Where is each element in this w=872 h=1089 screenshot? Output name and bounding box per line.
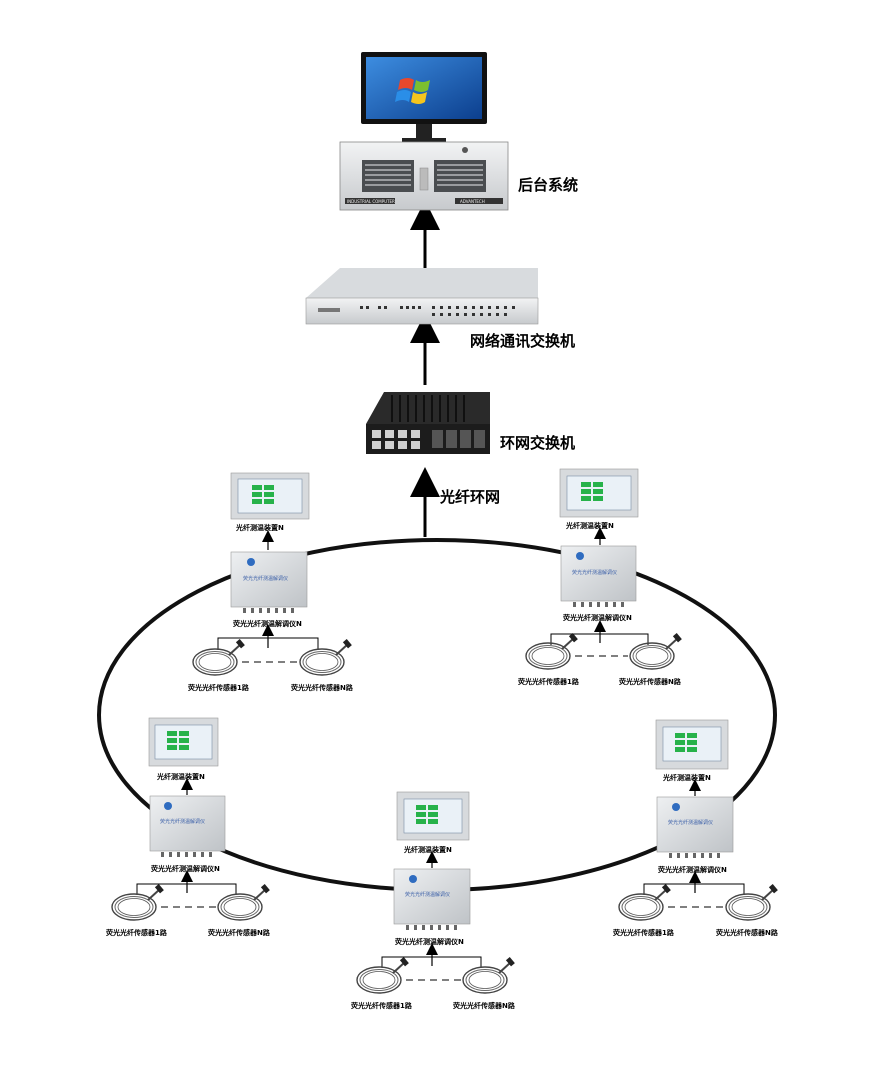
demodulator-title: 荧光光纤测温解调仪 (405, 891, 450, 898)
windows-logo-icon (395, 78, 430, 104)
demodulator-box: 荧光光纤测温解调仪 (656, 796, 734, 858)
demodulator-title: 荧光光纤测温解调仪 (243, 575, 288, 582)
label-demodulator: 荧光光纤测温解调仪N (233, 619, 302, 628)
fiber-sensor-coil-icon (629, 632, 683, 670)
temperature-monitor-screen (396, 791, 470, 841)
ring-switch-device (366, 392, 490, 454)
label-monitor-device: 光纤测温装置N (565, 521, 614, 530)
label-monitor-device: 光纤测温装置N (235, 523, 284, 532)
label-sensor-n: 荧光光纤传感器N路 (453, 1001, 516, 1010)
label-sensor-1: 荧光光纤传感器1路 (106, 928, 168, 937)
fiber-sensor-coil-icon (217, 883, 271, 921)
backend-workstation: INDUSTRIAL COMPUTER ADVANTECH (339, 52, 509, 211)
monitoring-node-4: 光纤测温装置N 荧光光纤测温解调仪 荧光光纤测温解调仪N 荧光光纤传感器1路 荧… (351, 791, 516, 1010)
chassis-brand-text: ADVANTECH (460, 199, 485, 204)
label-sensor-n: 荧光光纤传感器N路 (619, 677, 682, 686)
demodulator-title: 荧光光纤测温解调仪 (668, 819, 713, 826)
label-demodulator: 荧光光纤测温解调仪N (563, 613, 632, 622)
label-fiber-ring: 光纤环网 (439, 488, 500, 506)
label-monitor-device: 光纤测温装置N (662, 773, 711, 782)
demodulator-box: 荧光光纤测温解调仪 (230, 551, 308, 613)
fiber-sensor-coil-icon (299, 638, 353, 676)
demodulator-title: 荧光光纤测温解调仪 (160, 818, 205, 825)
industrial-computer-chassis: INDUSTRIAL COMPUTER ADVANTECH (339, 141, 509, 211)
fiber-sensor-coil-icon (618, 883, 672, 921)
label-sensor-n: 荧光光纤传感器N路 (291, 683, 354, 692)
monitoring-node-1: 光纤测温装置N 荧光光纤测温解调仪 荧光光纤测温解调仪N 荧光光纤传感器1路 荧… (188, 472, 354, 692)
demodulator-box: 荧光光纤测温解调仪 (560, 545, 637, 607)
fiber-sensor-coil-icon (725, 883, 779, 921)
fiber-sensor-coil-icon (192, 638, 246, 676)
label-demodulator: 荧光光纤测温解调仪N (658, 865, 727, 874)
fiber-sensor-coil-icon (462, 956, 516, 994)
label-ring-switch: 环网交换机 (500, 434, 575, 452)
fiber-sensor-coil-icon (525, 632, 579, 670)
label-sensor-n: 荧光光纤传感器N路 (208, 928, 271, 937)
label-monitor-device: 光纤测温装置N (403, 845, 452, 854)
label-backend-system: 后台系统 (518, 176, 578, 194)
label-demodulator: 荧光光纤测温解调仪N (395, 937, 464, 946)
label-sensor-1: 荧光光纤传感器1路 (613, 928, 675, 937)
chassis-model-text: INDUSTRIAL COMPUTER (347, 199, 395, 204)
monitoring-node-3: 光纤测温装置N 荧光光纤测温解调仪 荧光光纤测温解调仪N 荧光光纤传感器1路 荧… (106, 717, 271, 937)
label-sensor-1: 荧光光纤传感器1路 (351, 1001, 413, 1010)
label-demodulator: 荧光光纤测温解调仪N (151, 864, 220, 873)
monitoring-node-2: 光纤测温装置N 荧光光纤测温解调仪 荧光光纤测温解调仪N 荧光光纤传感器1路 荧… (518, 468, 683, 686)
temperature-monitor-screen (148, 717, 219, 767)
label-monitor-device: 光纤测温装置N (156, 772, 205, 781)
monitoring-node-5: 光纤测温装置N 荧光光纤测温解调仪 荧光光纤测温解调仪N 荧光光纤传感器1路 荧… (613, 719, 779, 937)
label-sensor-1: 荧光光纤传感器1路 (518, 677, 580, 686)
demodulator-title: 荧光光纤测温解调仪 (572, 569, 617, 576)
monitor (361, 52, 487, 142)
temperature-monitor-screen (559, 468, 639, 518)
demodulator-box: 荧光光纤测温解调仪 (393, 868, 471, 930)
label-sensor-1: 荧光光纤传感器1路 (188, 683, 250, 692)
fiber-sensor-coil-icon (356, 956, 410, 994)
temperature-monitor-screen (230, 472, 310, 520)
demodulator-box: 荧光光纤测温解调仪 (149, 795, 226, 857)
fiber-sensor-coil-icon (111, 883, 165, 921)
label-sensor-n: 荧光光纤传感器N路 (716, 928, 779, 937)
temperature-monitor-screen (655, 719, 729, 770)
network-switch-device (305, 268, 539, 325)
label-network-switch: 网络通讯交换机 (470, 332, 575, 350)
